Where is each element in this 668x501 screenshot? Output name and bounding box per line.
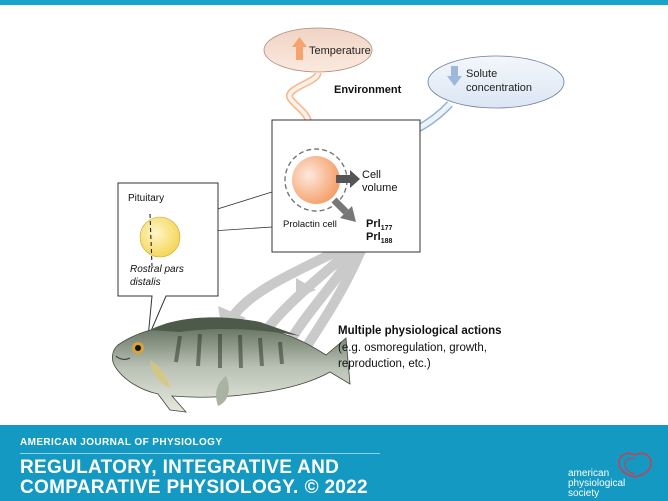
prolactin-cell-label: Prolactin cell [283, 219, 337, 230]
prolactin-diagram: Temperature Solute concentration Environ… [112, 27, 565, 413]
secretion-arrow [331, 197, 356, 222]
actions-examples-line2: reproduction, etc.) [338, 358, 431, 370]
environment-label: Environment [334, 84, 402, 96]
journal-title-line1: REGULATORY, INTEGRATIVE AND [20, 457, 340, 478]
society-name: american physiological society [568, 469, 638, 499]
expansion-arrow [336, 170, 360, 188]
society-logo-icon [618, 452, 652, 478]
up-arrow-icon [292, 37, 307, 60]
cichlid-fish-image [112, 317, 351, 413]
temperature-bubble: Temperature [263, 27, 373, 73]
temperature-label: Temperature [309, 45, 371, 57]
cell-volume-label-line1: Cell [362, 169, 381, 181]
cell-volume-label-line2: volume [362, 182, 397, 194]
journal-title-line2-text: COMPARATIVE PHYSIOLOGY. [20, 477, 299, 498]
footer-rule [20, 453, 380, 454]
solute-label-line2: concentration [466, 82, 532, 94]
prl188-label: Prl188 [366, 231, 392, 245]
pituitary-gland [139, 216, 181, 258]
journal-title-line2: COMPARATIVE PHYSIOLOGY.© 2022 [20, 477, 368, 499]
copyright-text: © 2022 [304, 477, 368, 498]
down-arrow-icon [447, 66, 462, 86]
society-name-line1: american [568, 468, 610, 479]
society-name-line2: physiological [568, 478, 626, 489]
journal-footer: AMERICAN JOURNAL OF PHYSIOLOGY REGULATOR… [0, 425, 668, 501]
actions-examples-line1: (e.g. osmoregulation, growth, [338, 342, 487, 354]
solute-bubble: Solute concentration [427, 55, 565, 109]
pituitary-label: Pituitary [128, 193, 164, 204]
pituitary-box: Pituitary Rostral pars distalis [117, 182, 219, 339]
header-rule [0, 0, 668, 5]
prolactin-cell [292, 156, 340, 204]
solute-label-line1: Solute [466, 68, 497, 80]
society-name-line3: society [568, 488, 600, 499]
rostral-label-line2: distalis [130, 277, 161, 288]
prl177-label: Prl177 [366, 218, 392, 232]
rostral-label-line1: Rostral pars [130, 264, 184, 275]
prolactin-cell-box: Cell volume Prolactin cell Prl177 Prl188 [271, 119, 421, 253]
actions-title: Multiple physiological actions [338, 325, 502, 337]
journal-name-small: AMERICAN JOURNAL OF PHYSIOLOGY [20, 437, 223, 448]
